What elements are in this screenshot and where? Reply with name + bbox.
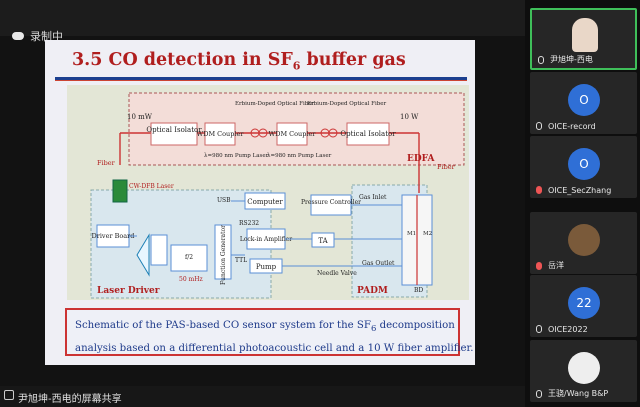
cloud-icon	[12, 32, 24, 40]
mic-icon	[536, 122, 542, 130]
label-pressure-controller: Pressure Controller	[301, 199, 361, 206]
label-pump-laser-2: λ=980 nm Pump Laser	[267, 153, 332, 159]
sine-generator	[170, 244, 208, 272]
cw-dfb-laser	[112, 179, 128, 203]
participant-name: 王骁/Wang B&P	[548, 389, 609, 398]
participant-name: 岳洋	[548, 261, 564, 270]
participant-name: OICE_SecZhang	[548, 186, 612, 195]
label-edf-2: Erbium-Doped Optical Fiber	[307, 101, 387, 107]
mic-icon	[538, 56, 544, 64]
label-wdm-coupler-2: WDM Coupler	[269, 130, 317, 138]
label-freq-50: 50 mHz	[179, 276, 203, 283]
participant-tile-3[interactable]: O OICE_SecZhang	[530, 136, 637, 198]
mic-muted-icon	[536, 262, 542, 270]
label-pump-laser-1: λ=980 nm Pump Laser	[204, 153, 269, 159]
caption-line-1: Schematic of the PAS-based CO sensor sys…	[75, 320, 455, 335]
label-edf-1: Erbium-Doped Optical Fiber	[235, 101, 315, 107]
label-needle-valve: Needle Valve	[317, 270, 357, 277]
label-driver-board: Driver Board	[92, 232, 135, 240]
label-bd: BD	[414, 287, 423, 294]
participant-tile-1[interactable]: 尹旭坤-西电	[530, 8, 637, 70]
label-gas-outlet: Gas Outlet	[362, 260, 395, 267]
transimpedance-amplifier	[311, 232, 335, 248]
label-gas-inlet: Gas Inlet	[359, 194, 387, 201]
participant-name: OICE-record	[548, 122, 596, 131]
avatar: 22	[568, 287, 600, 319]
share-status-bar	[0, 386, 525, 407]
label-m1: M1	[407, 231, 416, 237]
slide-caption: Schematic of the PAS-based CO sensor sys…	[65, 308, 474, 356]
function-generator	[214, 224, 232, 280]
label-power-out: 10 W	[400, 113, 419, 121]
optical-isolator-1	[150, 122, 198, 146]
meeting-top-bar	[0, 0, 525, 36]
label-f2: f/2	[185, 254, 193, 261]
title-underline-accent	[55, 80, 467, 81]
summing-amplifier	[136, 233, 150, 277]
label-rs232: RS232	[239, 220, 259, 227]
label-computer: Computer	[247, 198, 283, 206]
label-m2: M2	[423, 231, 432, 237]
mic-icon	[536, 325, 542, 333]
label-function-generator: Function Generator	[220, 225, 227, 285]
label-optical-isolator-1: Optical Isolator	[146, 126, 202, 134]
recording-indicator[interactable]: 录制中	[12, 28, 63, 44]
video-feed	[572, 18, 598, 52]
participant-tile-5[interactable]: 22 OICE2022	[530, 275, 637, 337]
schematic-svg: Optical Isolator WDM Coupler WDM Coupler…	[90, 92, 465, 299]
avatar: O	[568, 84, 600, 116]
avatar: O	[568, 148, 600, 180]
label-pump: Pump	[256, 263, 277, 271]
mic-muted-icon	[536, 186, 542, 194]
system-schematic: Optical Isolator WDM Coupler WDM Coupler…	[67, 85, 469, 300]
title-underline	[55, 77, 467, 80]
label-cw-dfb: CW-DFB Laser	[129, 183, 174, 190]
wdm-coupler-1	[204, 122, 236, 146]
label-ta: TA	[318, 237, 328, 245]
label-usb: USB	[217, 197, 231, 204]
sawtooth-generator	[150, 234, 168, 266]
participant-tile-4[interactable]: 岳洋	[530, 212, 637, 274]
participant-name: 尹旭坤-西电	[550, 55, 593, 64]
avatar	[568, 224, 600, 256]
label-ttl: TTL	[235, 257, 247, 264]
screen-share-label: 尹旭坤-西电的屏幕共享	[18, 394, 122, 405]
label-optical-isolator-2: Optical Isolator	[340, 130, 396, 138]
label-power-in: 10 mW	[127, 113, 153, 121]
participant-tile-6[interactable]: 王骁/Wang B&P	[530, 340, 637, 402]
label-fiber-right: Fiber	[437, 163, 456, 171]
label-padm: PADM	[357, 286, 388, 296]
participant-tile-2[interactable]: O OICE-record	[530, 72, 637, 134]
label-laser-driver: Laser Driver	[97, 286, 160, 296]
label-wdm-coupler-1: WDM Coupler	[197, 130, 245, 138]
optical-isolator-2	[346, 122, 390, 146]
label-edfa: EDFA	[407, 154, 436, 164]
avatar	[568, 352, 600, 384]
recording-label: 录制中	[30, 30, 63, 43]
mic-icon	[536, 390, 542, 398]
screen-share-icon	[4, 390, 14, 400]
wdm-coupler-2	[276, 122, 308, 146]
participant-name: OICE2022	[548, 325, 588, 334]
caption-line-2: analysis based on a differential photoac…	[75, 343, 474, 355]
label-lock-in: Lock-in Amplifier	[240, 236, 292, 243]
slide-title: 3.5 CO detection in SF6 buffer gas	[72, 50, 406, 73]
label-fiber-left: Fiber	[97, 159, 116, 167]
